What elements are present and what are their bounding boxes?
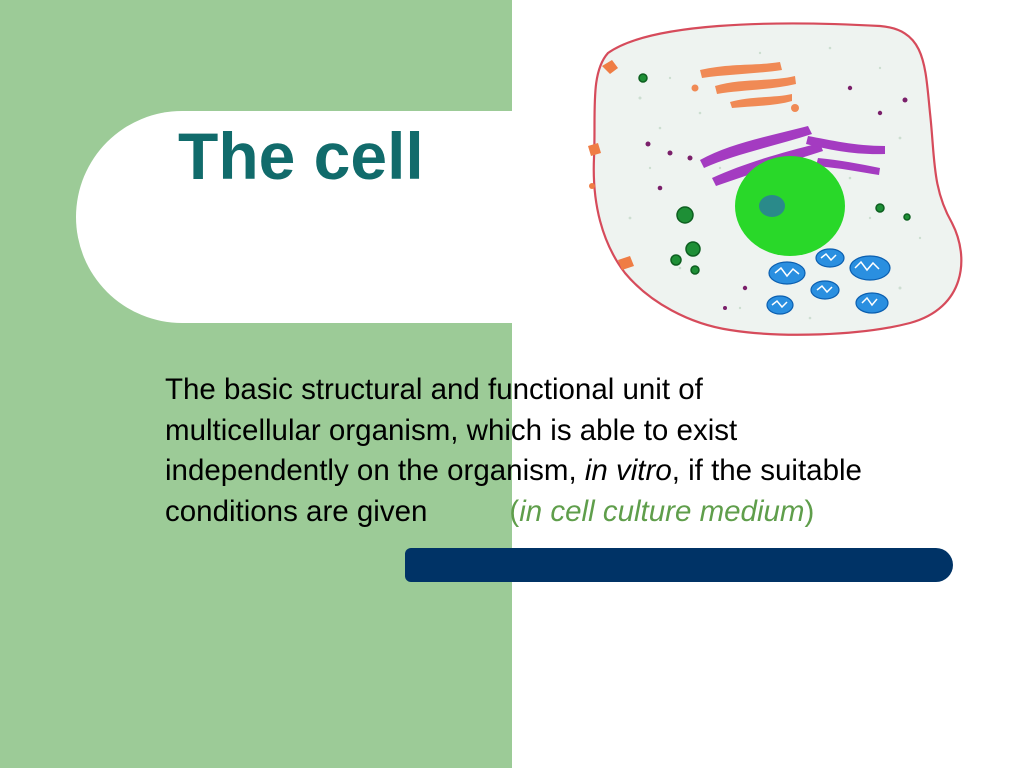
paren-open: ( bbox=[509, 494, 520, 528]
culture-medium-note: (in cell culture medium) bbox=[509, 495, 814, 528]
nucleolus bbox=[759, 195, 785, 217]
definition-line-4: conditions are given bbox=[165, 494, 428, 528]
definition-line-2: multicellular organism, which is able to… bbox=[165, 413, 738, 447]
accent-bar bbox=[405, 548, 953, 582]
in-vitro-term: in vitro bbox=[584, 454, 672, 487]
nucleus bbox=[735, 156, 845, 256]
paren-close: ) bbox=[804, 494, 815, 528]
culture-medium-term: in cell culture medium bbox=[519, 494, 805, 528]
title-backdrop bbox=[76, 111, 636, 323]
slide-title: The cell bbox=[178, 119, 424, 193]
cell-illustration bbox=[588, 22, 963, 336]
definition-paragraph: The basic structural and functional unit… bbox=[165, 370, 980, 532]
definition-line-1: The basic structural and functional unit… bbox=[165, 373, 703, 406]
definition-line-3-end: , if the suitable bbox=[671, 454, 862, 487]
definition-line-3-start: independently on the organism, bbox=[165, 454, 585, 487]
